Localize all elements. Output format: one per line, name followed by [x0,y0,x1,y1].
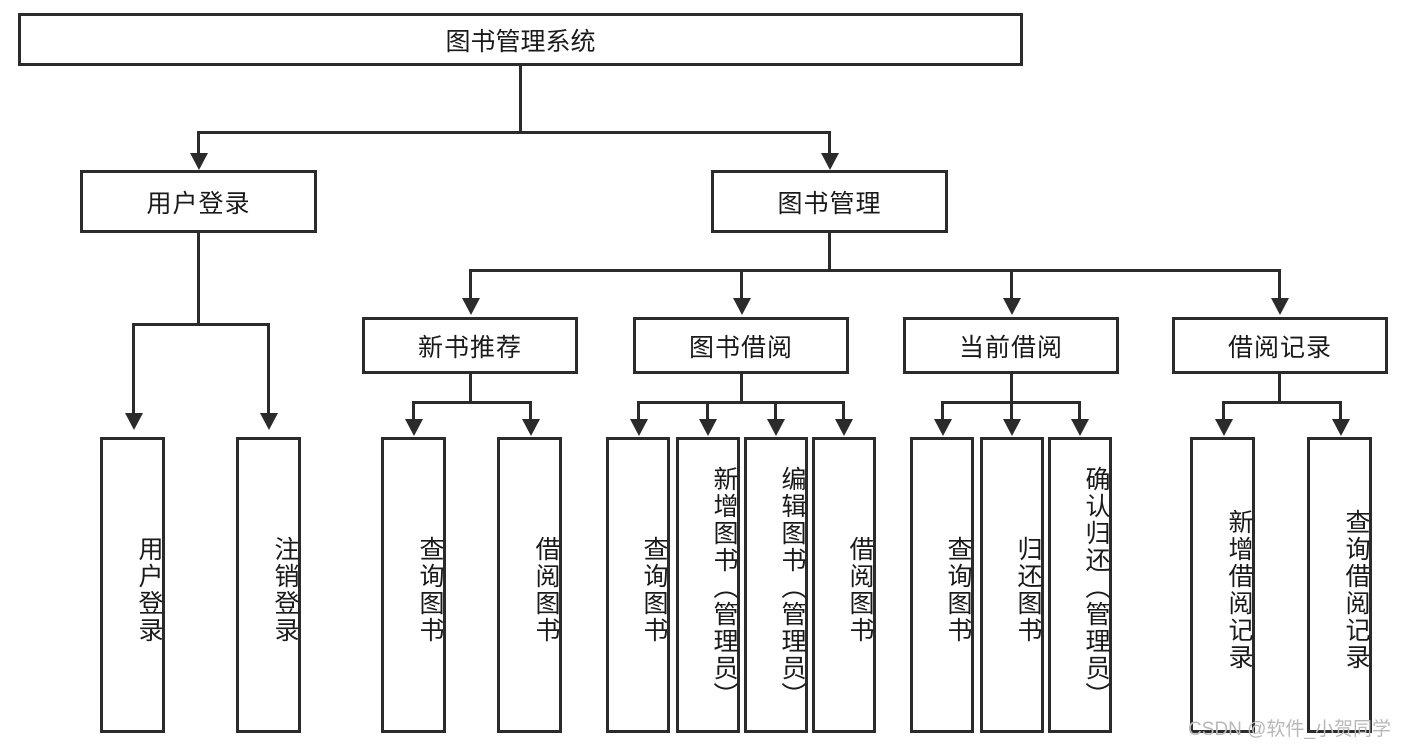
connector-book-borrow-to-leaf-0 [637,401,640,421]
arrowhead-borrow-record-to-leaf-0 [1215,419,1233,436]
node-label: 注销登录 [271,536,299,644]
node-root-system[interactable]: 图书管理系统 [18,13,1023,66]
connector-book-borrow-to-leaf-1 [706,401,709,421]
leaf-book-borrow-1[interactable]: 新增图书（管理员） [676,437,740,733]
watermark-text: CSDN @软件_小贺同学 [1188,719,1391,740]
arrowhead-user-login-to-leaf-1 [260,413,278,430]
leaf-user-login-1[interactable]: 注销登录 [236,437,301,733]
connector-borrow-record-stem [1278,374,1281,404]
connector-current-borrow-to-leaf-1 [1010,401,1013,421]
connector-book-mgmt-to-new-book [469,269,472,300]
connector-new-book-stem [469,374,472,404]
node-label: 用户登录 [135,536,163,644]
connector-book-mgmt-to-current-borrow [1010,269,1013,300]
arrowhead-root-to-book-mgmt [821,153,839,170]
node-label: 新增借阅记录 [1225,509,1253,671]
connector-user-login-bus [132,323,270,326]
connector-new-book-bus [412,401,532,404]
node-label: 查询借阅记录 [1342,509,1370,671]
node-label: 借阅图书 [532,536,560,644]
node-label: 编辑图书（管理员） [778,465,806,709]
leaf-book-borrow-0[interactable]: 查询图书 [606,437,670,733]
connector-book-borrow-to-leaf-2 [774,401,777,421]
node-new-book-recommend[interactable]: 新书推荐 [362,317,578,374]
arrowhead-current-borrow-to-leaf-0 [934,419,952,436]
connector-user-login-stem [197,233,200,326]
connector-book-mgmt-to-borrow-record [1278,269,1281,300]
connector-new-book-to-leaf-0 [412,401,415,421]
connector-book-mgmt-stem [828,233,831,272]
arrowhead-new-book-to-leaf-0 [405,419,423,436]
node-label: 图书借阅 [688,333,793,362]
connector-book-borrow-stem [740,374,743,404]
connector-borrow-record-to-leaf-1 [1339,401,1342,421]
leaf-borrow-record-0[interactable]: 新增借阅记录 [1190,437,1255,733]
connector-book-mgmt-to-book-borrow [740,269,743,300]
node-label: 用户登录 [146,189,251,218]
connector-user-login-to-leaf-0 [132,323,135,415]
leaf-book-borrow-3[interactable]: 借阅图书 [812,437,876,733]
arrowhead-book-borrow-to-leaf-1 [699,419,717,436]
node-label: 查询图书 [640,536,668,644]
node-current-borrow[interactable]: 当前借阅 [903,317,1119,374]
arrowhead-user-login-to-leaf-0 [125,413,143,430]
connector-root-bus [197,131,831,134]
leaf-current-borrow-0[interactable]: 查询图书 [910,437,974,733]
arrowhead-book-borrow-to-leaf-3 [835,419,853,436]
arrowhead-book-mgmt-to-current-borrow [1003,298,1021,315]
arrowhead-new-book-to-leaf-1 [522,419,540,436]
node-label: 新增图书（管理员） [710,465,738,709]
connector-root-stem [519,66,522,133]
node-label: 图书管理系统 [445,27,596,56]
node-label: 查询图书 [416,536,444,644]
leaf-user-login-0[interactable]: 用户登录 [100,437,165,733]
leaf-new-book-0[interactable]: 查询图书 [381,437,446,733]
node-borrow-record[interactable]: 借阅记录 [1172,317,1388,374]
leaf-book-borrow-2[interactable]: 编辑图书（管理员） [744,437,808,733]
connector-new-book-to-leaf-1 [529,401,532,421]
arrowhead-current-borrow-to-leaf-2 [1071,419,1089,436]
node-label: 当前借阅 [958,333,1063,362]
leaf-borrow-record-1[interactable]: 查询借阅记录 [1307,437,1372,733]
arrowhead-current-borrow-to-leaf-1 [1003,419,1021,436]
node-label: 归还图书 [1014,536,1042,644]
connector-book-borrow-to-leaf-3 [842,401,845,421]
connector-book-mgmt-bus [469,269,1281,272]
leaf-new-book-1[interactable]: 借阅图书 [497,437,562,733]
connector-current-borrow-stem [1010,374,1013,404]
arrowhead-borrow-record-to-leaf-1 [1332,419,1350,436]
node-user-login[interactable]: 用户登录 [80,170,317,233]
node-label: 借阅记录 [1227,333,1332,362]
node-label: 确认归还（管理员） [1082,465,1110,709]
leaf-current-borrow-1[interactable]: 归还图书 [980,437,1044,733]
connector-user-login-to-leaf-1 [267,323,270,415]
connector-current-borrow-to-leaf-2 [1078,401,1081,421]
arrowhead-book-mgmt-to-borrow-record [1271,298,1289,315]
connector-borrow-record-bus [1222,401,1342,404]
node-label: 查询图书 [944,536,972,644]
node-book-borrow[interactable]: 图书借阅 [633,317,849,374]
connector-root-to-book-mgmt [828,131,831,155]
node-label: 借阅图书 [846,536,874,644]
node-label: 图书管理 [777,189,882,218]
node-book-management[interactable]: 图书管理 [711,170,948,233]
arrowhead-book-mgmt-to-book-borrow [733,298,751,315]
arrowhead-book-mgmt-to-new-book [462,298,480,315]
leaf-current-borrow-2[interactable]: 确认归还（管理员） [1048,437,1112,733]
arrowhead-book-borrow-to-leaf-0 [630,419,648,436]
node-label: 新书推荐 [417,333,522,362]
connector-book-borrow-bus [637,401,845,404]
connector-root-to-user-login [197,131,200,155]
arrowhead-root-to-user-login [190,153,208,170]
connector-borrow-record-to-leaf-0 [1222,401,1225,421]
arrowhead-book-borrow-to-leaf-2 [767,419,785,436]
connector-current-borrow-to-leaf-0 [941,401,944,421]
